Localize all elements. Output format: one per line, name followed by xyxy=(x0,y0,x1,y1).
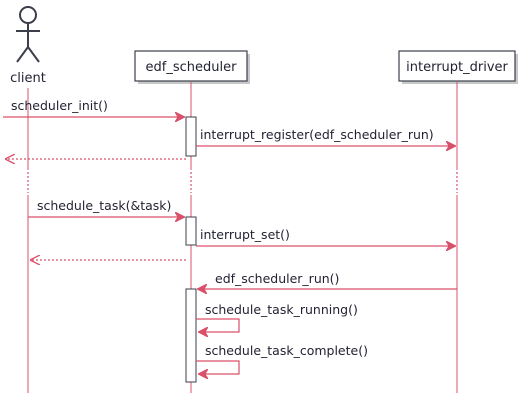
message-label: interrupt_set() xyxy=(200,227,290,242)
message-schedule-task: schedule_task(&task) xyxy=(28,198,185,217)
message-label: schedule_task_complete() xyxy=(205,343,368,358)
client-actor: client xyxy=(10,6,46,86)
message-interrupt-set: interrupt_set() xyxy=(196,227,456,246)
message-label: interrupt_register(edf_scheduler_run) xyxy=(200,127,434,142)
interrupt-driver-label: interrupt_driver xyxy=(406,60,508,75)
interrupt-driver-participant: interrupt_driver xyxy=(398,50,518,84)
message-label: schedule_task_running() xyxy=(205,302,358,317)
actor-head-icon xyxy=(19,6,37,24)
edf-scheduler-participant: edf_scheduler xyxy=(134,50,250,84)
activation-2 xyxy=(185,216,197,246)
message-edf-scheduler-run: edf_scheduler_run() xyxy=(197,271,457,289)
edf-scheduler-label: edf_scheduler xyxy=(146,60,238,75)
client-label: client xyxy=(10,71,46,86)
message-scheduler-init: scheduler_init() xyxy=(3,98,185,117)
activation-3 xyxy=(185,288,197,383)
message-label: edf_scheduler_run() xyxy=(215,271,339,286)
message-interrupt-register: interrupt_register(edf_scheduler_run) xyxy=(196,127,456,146)
message-label: schedule_task(&task) xyxy=(37,198,171,213)
activation-1 xyxy=(185,116,197,157)
message-schedule-task-running: schedule_task_running() xyxy=(196,302,358,332)
message-label: scheduler_init() xyxy=(11,98,108,113)
message-schedule-task-complete: schedule_task_complete() xyxy=(196,343,368,374)
